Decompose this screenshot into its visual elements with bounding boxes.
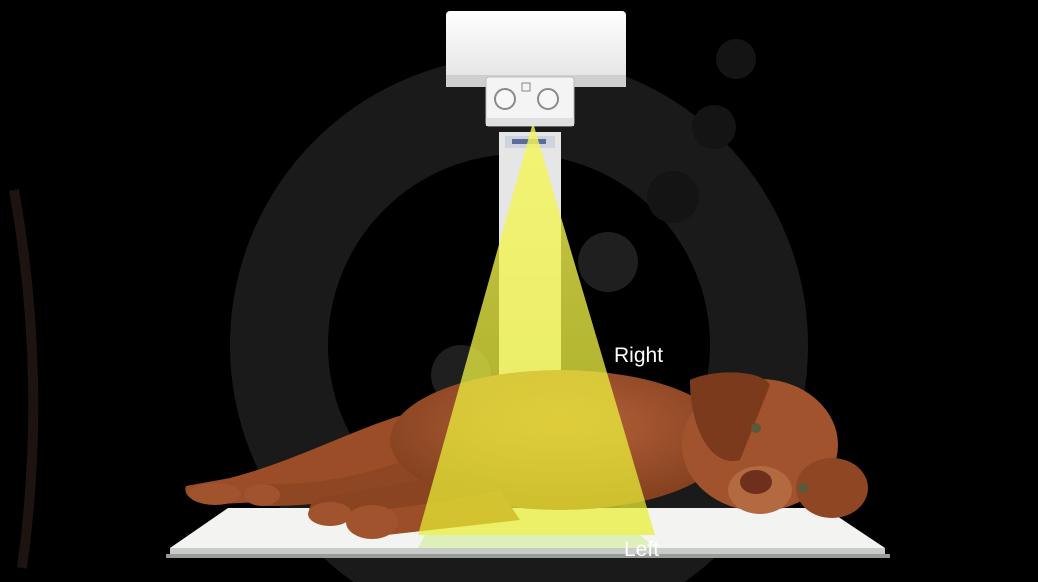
light-beam: [418, 126, 655, 535]
label-left: Left: [624, 539, 659, 560]
label-right: Right: [614, 345, 663, 366]
